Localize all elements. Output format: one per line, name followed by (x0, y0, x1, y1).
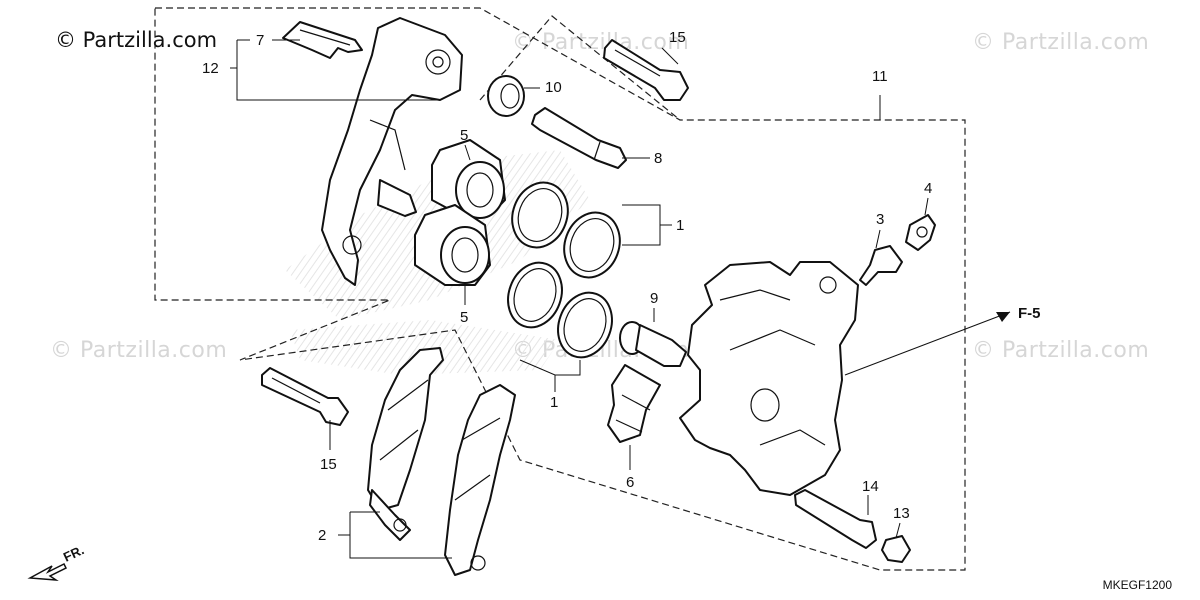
reference-label: F-5 (1018, 305, 1041, 322)
callout-5-upper: 5 (460, 127, 468, 144)
callout-1-lower: 1 (550, 394, 558, 411)
caliper-body (679, 261, 859, 496)
callout-15-top: 15 (669, 29, 686, 46)
slide-pin-part-8 (531, 107, 627, 169)
watermark: © Partzilla.com (972, 338, 1150, 363)
piston-part-5-lower (414, 204, 491, 286)
diagram-code: MKEGF1200 (1102, 578, 1172, 592)
callout-4: 4 (924, 180, 932, 197)
pin-part-9 (619, 321, 687, 367)
piston-seal-part-1-upper (511, 181, 621, 279)
cap-part-13 (881, 535, 911, 563)
callout-5-lower: 5 (460, 309, 468, 326)
assembly-boundary-caliper (479, 15, 681, 121)
callout-8: 8 (654, 150, 662, 167)
callout-7: 7 (256, 32, 264, 49)
bleeder-cap-part-4 (905, 214, 936, 251)
callout-6: 6 (626, 474, 634, 491)
watermark: © Partzilla.com (512, 30, 690, 55)
callout-14: 14 (862, 478, 879, 495)
callout-15-lower: 15 (320, 456, 337, 473)
piston-part-5-upper (431, 139, 506, 219)
leader-lines (230, 39, 1011, 559)
callout-13: 13 (893, 505, 910, 522)
callout-9: 9 (650, 290, 658, 307)
brake-pad-part-2-rear (444, 384, 516, 576)
brake-pad-part-2-front (367, 347, 444, 541)
front-direction-arrow: FR. (27, 542, 86, 581)
reference-arrowhead (996, 312, 1010, 322)
watermark: © Partzilla.com (972, 30, 1150, 55)
watermark: © Partzilla.com (50, 338, 228, 363)
bleeder-valve-part-3 (859, 245, 903, 286)
pad-retainer-part-6 (607, 364, 661, 443)
callout-3: 3 (876, 211, 884, 228)
callout-1-upper: 1 (676, 217, 684, 234)
slide-pin-part-14 (794, 489, 877, 549)
dust-boot-part-10 (487, 75, 525, 117)
bolt-part-15-top (603, 39, 689, 101)
callout-2: 2 (318, 527, 326, 544)
callout-12: 12 (202, 60, 219, 77)
copyright-text: © Partzilla.com (55, 28, 218, 52)
assembly-boundary-left (154, 7, 966, 571)
callout-11: 11 (872, 68, 888, 85)
bolt-part-15-lower (261, 367, 349, 426)
pad-spring-part-7 (282, 21, 363, 59)
front-label: FR. (61, 542, 86, 564)
caliper-bracket (321, 17, 463, 286)
callout-10: 10 (545, 79, 562, 96)
piston-seal-part-1-lower (507, 261, 613, 359)
